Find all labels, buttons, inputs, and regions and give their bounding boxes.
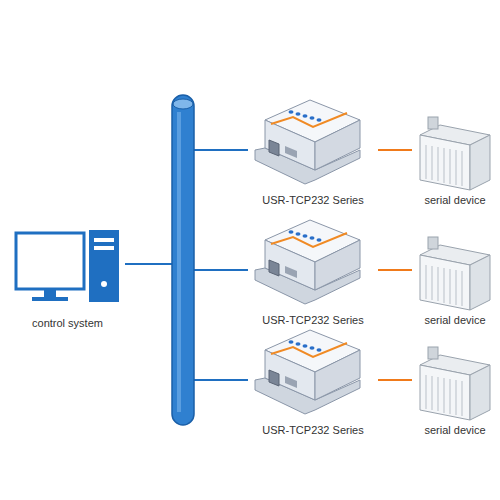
server-icon — [255, 220, 360, 304]
serial-device-node: serial device — [412, 95, 498, 207]
node-label: USR-TCP232 Series — [248, 194, 378, 207]
device-icon — [420, 237, 490, 310]
node-label: USR-TCP232 Series — [248, 424, 378, 437]
converter-node: USR-TCP232 Series — [248, 95, 378, 207]
network-link — [378, 269, 412, 271]
node-label: control system — [10, 317, 125, 330]
serial-device-node: serial device — [412, 325, 498, 437]
node-label: serial device — [412, 314, 498, 327]
node-label: USR-TCP232 Series — [248, 314, 378, 327]
network-bus — [172, 95, 194, 425]
network-link — [378, 149, 412, 151]
server-icon — [255, 330, 360, 414]
device-icon — [420, 117, 490, 190]
network-link — [378, 379, 412, 381]
serial-device-node: serial device — [412, 215, 498, 327]
computer-node: control system — [10, 226, 125, 330]
converter-node: USR-TCP232 Series — [248, 215, 378, 327]
computer-icon — [16, 230, 119, 302]
node-label: serial device — [412, 424, 498, 437]
device-icon — [420, 347, 490, 420]
converter-node: USR-TCP232 Series — [248, 325, 378, 437]
node-label: serial device — [412, 194, 498, 207]
server-icon — [255, 100, 360, 184]
